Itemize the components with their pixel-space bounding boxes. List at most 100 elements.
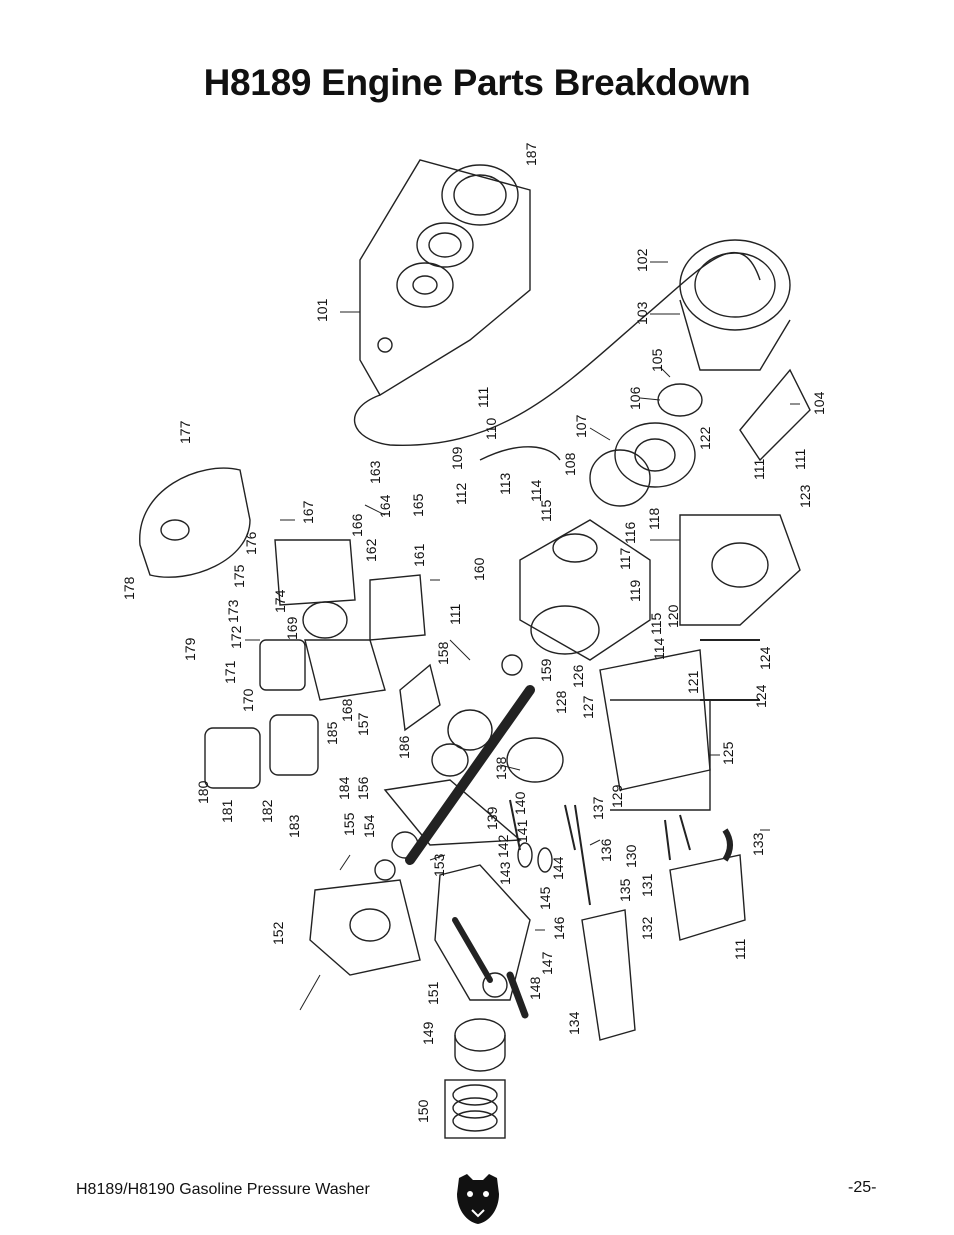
part-label-185: 185 <box>324 721 340 745</box>
part-label-139: 139 <box>484 806 500 830</box>
part-label-167: 167 <box>300 500 316 524</box>
part-label-170: 170 <box>240 688 256 712</box>
part-label-163: 163 <box>367 460 383 484</box>
part-label-115: 115 <box>538 499 554 522</box>
muffler-shield <box>204 727 261 789</box>
part-label-115: 115 <box>648 612 664 635</box>
part-label-187: 187 <box>523 142 539 166</box>
part-label-145: 145 <box>537 886 553 910</box>
control-plate <box>369 574 426 641</box>
page-number: -25- <box>848 1179 877 1196</box>
air-cleaner-cover <box>259 639 306 691</box>
part-label-127: 127 <box>580 695 596 719</box>
part-label-141: 141 <box>514 819 530 843</box>
part-label-162: 162 <box>363 538 379 562</box>
part-label-134: 134 <box>566 1011 582 1035</box>
part-label-108: 108 <box>562 452 578 476</box>
part-label-178: 178 <box>121 576 137 600</box>
part-label-114: 114 <box>651 637 667 660</box>
part-label-124: 124 <box>753 684 769 708</box>
fuel-tank <box>139 467 251 578</box>
part-label-172: 172 <box>228 625 244 649</box>
starter-cover <box>441 164 519 226</box>
part-label-153: 153 <box>431 853 447 877</box>
cover-plate <box>739 368 811 462</box>
crankcase-gasket <box>383 779 522 846</box>
part-label-123: 123 <box>797 484 813 508</box>
piston <box>454 1018 506 1052</box>
part-label-117: 117 <box>617 547 633 570</box>
part-label-111: 111 <box>732 939 748 960</box>
part-label-122: 122 <box>697 426 713 450</box>
part-label-113: 113 <box>497 472 513 495</box>
part-label-133: 133 <box>750 832 766 856</box>
part-label-161: 161 <box>411 543 427 567</box>
part-label-152: 152 <box>270 921 286 945</box>
part-label-155: 155 <box>341 812 357 836</box>
page-title: H8189 Engine Parts Breakdown <box>203 62 751 103</box>
part-label-148: 148 <box>527 976 543 1000</box>
carburetor-group-outline <box>679 514 801 626</box>
part-label-156: 156 <box>355 776 371 800</box>
part-label-149: 149 <box>420 1021 436 1045</box>
footer-model-text: H8189/H8190 Gasoline Pressure Washer <box>76 1181 370 1198</box>
part-label-151: 151 <box>425 981 441 1005</box>
part-label-110: 110 <box>483 417 499 440</box>
valve-cover <box>669 854 746 941</box>
part-label-176: 176 <box>243 531 259 555</box>
part-label-173: 173 <box>225 599 241 623</box>
part-label-182: 182 <box>259 799 275 823</box>
part-label-157: 157 <box>355 712 371 736</box>
part-label-116: 116 <box>622 521 638 544</box>
part-label-154: 154 <box>361 814 377 838</box>
part-label-150: 150 <box>415 1099 431 1123</box>
part-label-137: 137 <box>590 796 606 820</box>
flywheel-fan <box>614 422 696 488</box>
part-label-120: 120 <box>665 604 681 628</box>
part-label-135: 135 <box>617 878 633 902</box>
part-label-142: 142 <box>495 834 511 858</box>
carburetor <box>711 542 769 588</box>
part-label-164: 164 <box>377 494 393 518</box>
part-label-111: 111 <box>792 449 808 470</box>
part-label-147: 147 <box>539 951 555 975</box>
part-label-124: 124 <box>757 646 773 670</box>
cylinder-block <box>519 519 651 661</box>
part-label-166: 166 <box>349 513 365 537</box>
part-label-184: 184 <box>336 776 352 800</box>
part-label-146: 146 <box>551 916 567 940</box>
part-label-105: 105 <box>649 348 665 372</box>
part-label-177: 177 <box>177 420 193 444</box>
part-label-119: 119 <box>627 579 643 602</box>
part-label-104: 104 <box>811 391 827 415</box>
part-label-168: 168 <box>339 698 355 722</box>
part-label-101: 101 <box>314 298 330 322</box>
part-label-111: 111 <box>447 604 463 625</box>
part-label-111: 111 <box>751 459 767 480</box>
part-label-186: 186 <box>396 735 412 759</box>
rocker-group-outline <box>581 909 636 1041</box>
part-label-175: 175 <box>231 564 247 588</box>
rope-loop <box>353 251 761 446</box>
crankcase-cover <box>309 879 421 976</box>
part-label-112: 112 <box>453 482 469 505</box>
part-label-158: 158 <box>435 641 451 665</box>
bear-head-icon <box>457 1174 499 1224</box>
guard <box>479 446 561 461</box>
part-label-169: 169 <box>284 616 300 640</box>
part-label-131: 131 <box>639 873 655 897</box>
part-label-179: 179 <box>182 637 198 661</box>
fan-shroud <box>679 239 791 331</box>
part-label-102: 102 <box>634 248 650 272</box>
part-label-138: 138 <box>493 756 509 780</box>
part-label-174: 174 <box>272 589 288 613</box>
starter-group-outline <box>359 159 531 396</box>
part-label-181: 181 <box>219 799 235 823</box>
part-label-111: 111 <box>475 387 491 408</box>
part-label-159: 159 <box>538 658 554 682</box>
part-label-144: 144 <box>550 856 566 880</box>
governor-group <box>399 663 441 732</box>
part-label-165: 165 <box>410 493 426 517</box>
muffler <box>269 714 319 776</box>
